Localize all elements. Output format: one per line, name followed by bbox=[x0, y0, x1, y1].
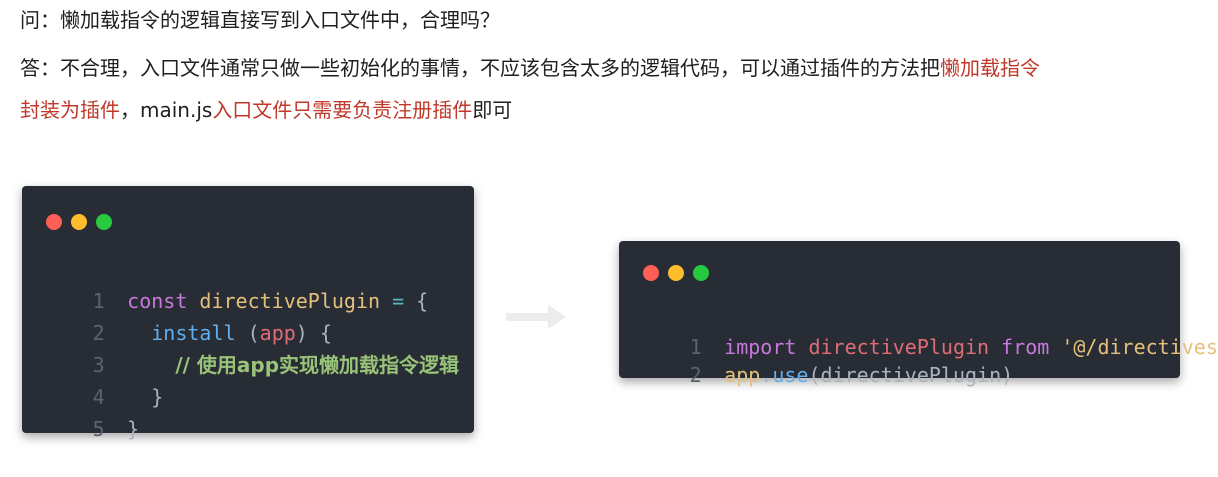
question-prefix: 问： bbox=[20, 8, 60, 32]
code-window-main: 1 import directivePlugin from '@/directiv… bbox=[619, 241, 1218, 387]
minimize-dot-icon bbox=[71, 214, 87, 230]
maximize-dot-icon bbox=[693, 265, 709, 281]
question-text: 懒加载指令的逻辑直接写到入口文件中，合理吗？ bbox=[60, 8, 500, 32]
string-literal: '@/directives' bbox=[1049, 335, 1218, 359]
code-line: 2 app.use(directivePlugin) bbox=[619, 327, 1014, 423]
answer-line-1: 答：不合理，入口文件通常只做一些初始化的事情，不应该包含太多的逻辑代码，可以通过… bbox=[20, 48, 1040, 88]
line-number: 4 bbox=[92, 385, 105, 409]
paren-brace: ) { bbox=[295, 321, 332, 345]
answer-highlight-1a: 懒加载指令 bbox=[940, 56, 1040, 80]
line-number: 2 bbox=[92, 321, 105, 345]
window-controls bbox=[643, 265, 718, 284]
minimize-dot-icon bbox=[668, 265, 684, 281]
answer-text-3: 即可 bbox=[472, 98, 513, 122]
code-line: 5} bbox=[22, 381, 140, 477]
keyword-from: from bbox=[989, 335, 1050, 359]
arrow-right-icon bbox=[506, 305, 566, 329]
param: app bbox=[259, 321, 296, 345]
line-number: 3 bbox=[92, 353, 105, 377]
window-controls bbox=[46, 214, 121, 233]
code-line: 1 const directivePlugin = { bbox=[22, 253, 429, 349]
code-line: 3 // 使用app实现懒加载指令逻辑 bbox=[22, 317, 459, 413]
answer-text-2: ，main.js bbox=[120, 98, 213, 122]
line-number: 1 bbox=[92, 289, 105, 313]
line-number: 2 bbox=[689, 363, 702, 387]
answer-line-2: 封装为插件，main.js入口文件只需要负责注册插件即可 bbox=[20, 90, 512, 130]
paren: ( bbox=[235, 321, 260, 345]
code-comment: // 使用app实现懒加载指令逻辑 bbox=[175, 353, 460, 377]
identifier: app bbox=[724, 363, 761, 387]
code-window-plugin: 1 const directivePlugin = { 2 install (ap… bbox=[22, 186, 474, 441]
dot-operator: . bbox=[760, 363, 773, 387]
line-number: 5 bbox=[92, 417, 105, 441]
line-number: 1 bbox=[689, 335, 702, 359]
answer-prefix: 答： bbox=[20, 56, 60, 80]
close-dot-icon bbox=[46, 214, 62, 230]
keyword-import: import bbox=[724, 335, 797, 359]
answer-text-1: 不合理，入口文件通常只做一些初始化的事情，不应该包含太多的逻辑代码，可以通过插件… bbox=[60, 56, 940, 80]
brace: { bbox=[416, 289, 429, 313]
brace: } bbox=[151, 385, 164, 409]
maximize-dot-icon bbox=[96, 214, 112, 230]
call-args: (directivePlugin) bbox=[808, 363, 1014, 387]
code-line: 2 install (app) { bbox=[22, 285, 332, 381]
question-line: 问：懒加载指令的逻辑直接写到入口文件中，合理吗？ bbox=[20, 0, 500, 40]
answer-highlight-1b: 封装为插件 bbox=[20, 98, 120, 122]
method-name: use bbox=[772, 363, 809, 387]
operator: = bbox=[380, 289, 417, 313]
close-dot-icon bbox=[643, 265, 659, 281]
answer-highlight-2: 入口文件只需要负责注册插件 bbox=[212, 98, 473, 122]
identifier: directivePlugin bbox=[796, 335, 990, 359]
brace: } bbox=[127, 417, 140, 441]
keyword-const: const bbox=[127, 289, 188, 313]
code-line: 4 } bbox=[22, 349, 164, 445]
identifier: directivePlugin bbox=[187, 289, 381, 313]
code-line: 1 import directivePlugin from '@/directiv… bbox=[619, 299, 1218, 395]
method-name: install bbox=[151, 321, 236, 345]
